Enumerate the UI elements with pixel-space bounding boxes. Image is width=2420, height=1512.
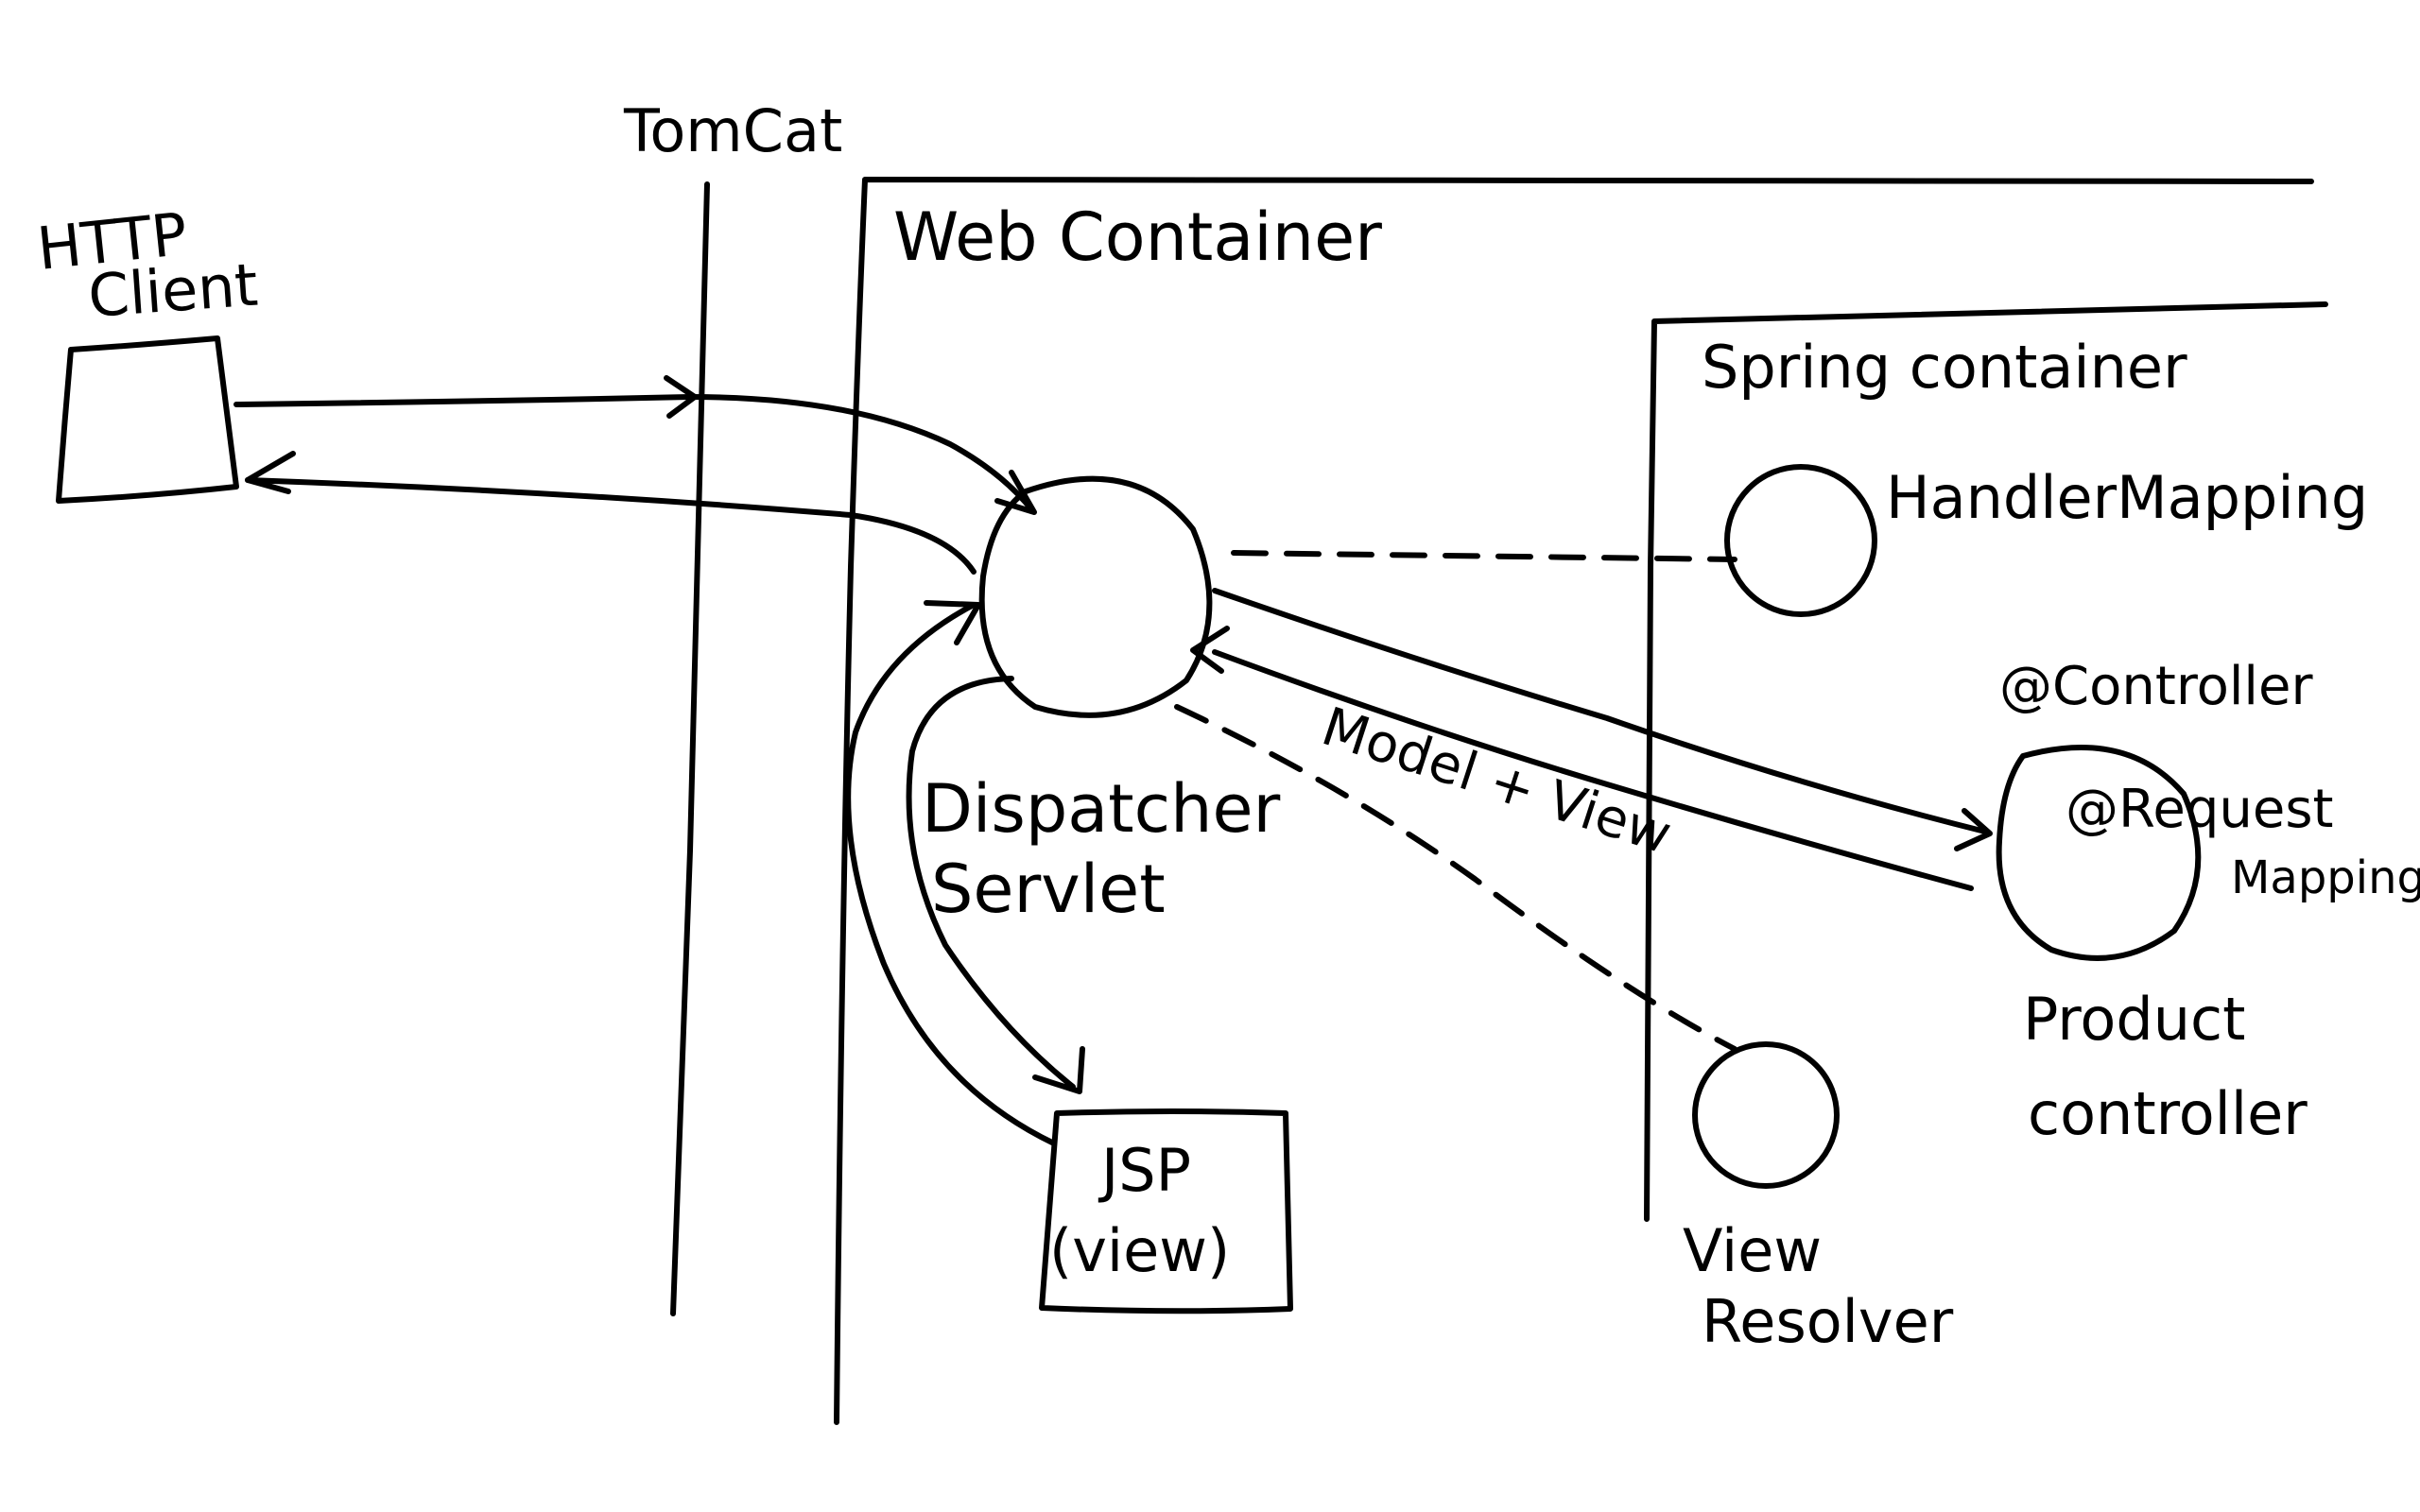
tomcat-boundary-line xyxy=(670,181,710,1316)
http-client-box xyxy=(56,335,239,504)
jsp-label-line2: (view) xyxy=(1049,1216,1230,1285)
view-resolver-label-line2: Resolver xyxy=(1702,1287,1954,1356)
controller-arrowhead xyxy=(1954,808,1993,851)
product-controller-label-line1: Product xyxy=(2023,985,2245,1054)
handler-mapping-dashed-link xyxy=(1231,550,1737,562)
response-arrowhead-client xyxy=(245,451,296,494)
request-annotation-label-line2: Mapping xyxy=(2231,851,2420,904)
dispatcher-servlet-label-line2: Servlet xyxy=(931,850,1166,928)
jsp-view-box xyxy=(1039,1108,1293,1314)
jsp-label-line1: JSP xyxy=(1098,1136,1191,1205)
request-arrowhead-tomcat xyxy=(664,375,698,419)
request-annotation-label-line1: @Request xyxy=(2066,779,2333,840)
handler-mapping-label: HandlerMapping xyxy=(1886,463,2368,532)
response-arrow xyxy=(245,477,977,575)
controller-return-arrow xyxy=(1212,649,1974,891)
view-resolver-circle xyxy=(1692,1041,1840,1189)
http-client-label-line1: HTTP xyxy=(34,199,190,284)
view-resolver-label-line1: View xyxy=(1683,1216,1822,1285)
return-arrowhead xyxy=(1190,626,1230,674)
spring-container-border xyxy=(1644,301,2328,1222)
product-controller-circle xyxy=(1996,745,2202,961)
spring-container-label: Spring container xyxy=(1702,333,2187,402)
web-container-border xyxy=(834,176,2314,1425)
dispatcher-servlet-circle xyxy=(978,475,1213,718)
dispatcher-to-jsp-arrow xyxy=(906,676,1076,1090)
http-client-label-line2: Client xyxy=(86,250,260,331)
tomcat-label: TomCat xyxy=(623,96,842,165)
product-controller-label-line2: controller xyxy=(2028,1079,2308,1148)
request-arrow xyxy=(233,394,1035,513)
dispatch-to-controller-arrow xyxy=(1212,588,1988,834)
dispatcher-to-jsp-arrowhead xyxy=(1032,1046,1085,1094)
dispatcher-servlet-label-line1: Dispatcher xyxy=(922,770,1281,848)
jsp-to-dispatcher-arrowhead xyxy=(924,600,981,645)
controller-annotation-label: @Controller xyxy=(1999,656,2313,717)
handler-mapping-circle xyxy=(1724,464,1877,617)
view-resolver-dashed-link xyxy=(1174,704,1737,1052)
web-container-label: Web Container xyxy=(893,198,1382,276)
jsp-to-dispatcher-arrow xyxy=(845,602,1057,1146)
